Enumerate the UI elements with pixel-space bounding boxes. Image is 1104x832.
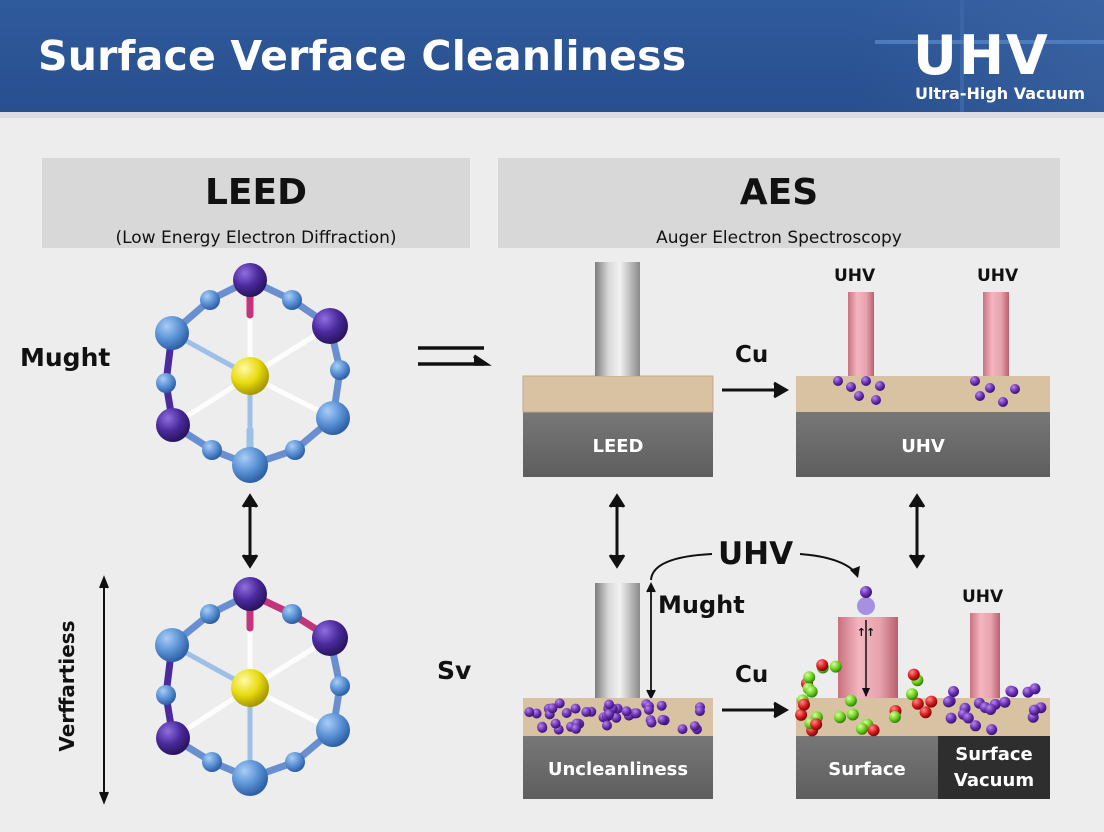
- uhv-logo: UHV: [913, 24, 1050, 87]
- page-title: Surface Verface Cleanliness: [38, 32, 687, 80]
- uhv-logo-subtitle: Ultra-High Vacuum: [915, 84, 1085, 103]
- equilibrium-arrow-icon: [418, 346, 492, 366]
- curve-label-uhv: UHV: [718, 536, 794, 572]
- arrow-cu-top: [722, 381, 789, 399]
- probe-electron-path: ↑↑: [857, 586, 875, 697]
- clean-sample-left: [522, 262, 714, 477]
- label-sv: Sv: [437, 656, 472, 685]
- double-arrow-right: [908, 493, 926, 569]
- leed-panel-header: LEED (Low Energy Electron Diffraction): [42, 158, 470, 248]
- arrow-label-cu-bottom: Cu: [735, 662, 769, 688]
- substrate-label-uncleanliness: Uncleanliness: [547, 759, 689, 780]
- header-banner: Surface Verface Cleanliness UHV Ultra-Hi…: [0, 0, 1104, 112]
- substrate-label-leed: LEED: [592, 436, 644, 457]
- arrow-cu-bottom: [722, 701, 789, 719]
- arrow-label-cu-top: Cu: [735, 342, 769, 368]
- height-indicator: [646, 581, 656, 701]
- aes-panel-header: AES Auger Electron Spectroscopy: [498, 158, 1060, 248]
- height-label-mught: Mught: [658, 591, 745, 619]
- probe-label-2: UHV: [977, 266, 1019, 286]
- banner-accent-line: [875, 40, 1104, 44]
- substrate-label-uhv: UHV: [901, 436, 945, 457]
- probe-label-3: UHV: [962, 587, 1004, 607]
- aes-subtitle: Auger Electron Spectroscopy: [656, 228, 902, 248]
- probe-label-1: UHV: [834, 266, 876, 286]
- substrate-label-vacuum: Vacuum: [953, 770, 1035, 791]
- substrate-label-surface-2: Surface: [955, 744, 1033, 765]
- leed-subtitle: (Low Energy Electron Diffraction): [115, 228, 397, 248]
- clean-sample-right: [796, 292, 1050, 477]
- banner-shade: [854, 0, 1104, 112]
- double-arrow-left: [241, 493, 259, 569]
- leed-title: LEED: [204, 172, 307, 213]
- contaminant-layer-left: [524, 698, 705, 735]
- label-mught-left: Mught: [20, 343, 111, 372]
- leed-molecule-top: [155, 263, 350, 483]
- contaminant-layer-right: [795, 659, 1047, 737]
- svg-text:↑↑: ↑↑: [857, 626, 875, 639]
- aes-title: AES: [739, 172, 819, 213]
- leed-molecule-bottom: [155, 577, 350, 796]
- curved-arrow-head: [850, 566, 860, 578]
- double-arrow-mid-left: [608, 493, 626, 569]
- substrate-label-surface: Surface: [828, 759, 906, 780]
- header-separator: [0, 112, 1104, 118]
- banner-divider: [960, 0, 964, 112]
- vertical-axis-arrow: [99, 575, 109, 805]
